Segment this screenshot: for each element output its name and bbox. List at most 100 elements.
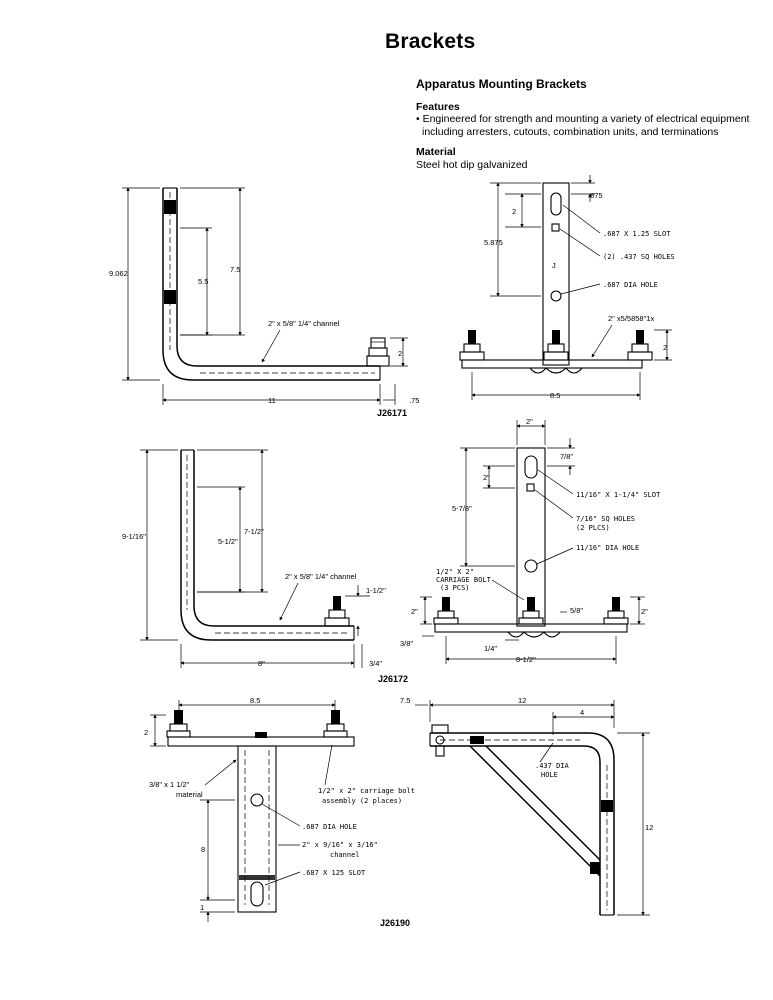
j26172-left-bolt xyxy=(433,597,459,625)
j26190-side-hole-note-1: .437 DIA xyxy=(535,762,570,770)
j26171-bolt-height: 2 xyxy=(398,349,402,358)
j26172-top-offset: 7/8" xyxy=(560,452,573,461)
j26171-upright-height: 7.5 xyxy=(230,265,240,274)
j26171-side-inner xyxy=(176,188,380,367)
j26172-bolt-note-3: (3 PCS) xyxy=(440,584,470,592)
j26190-bolt-note-1: 1/2" x 2" carriage bolt xyxy=(318,787,415,795)
j26171-arm-length: 11 xyxy=(268,396,276,405)
j26171-hole-note: .687 DIA HOLE xyxy=(603,281,658,289)
material-text: Steel hot dip galvanized xyxy=(416,158,528,171)
j26172-upright-height: 7-1/2" xyxy=(244,527,264,536)
j26172-front-plate xyxy=(434,623,628,633)
j26171-front-channel xyxy=(542,182,570,366)
j26171-sq-note: (2) .437 SQ HOLES xyxy=(603,253,675,261)
j26171-end-offset: .75 xyxy=(409,396,419,405)
j26190-bottom-offset: 1 xyxy=(200,903,204,912)
j26172-front-view: 2" 7/8" 2" 5-7/8" 11/16" X 1-1/4" SLOT 7… xyxy=(400,417,661,664)
j26190-length: 8 xyxy=(201,845,205,854)
j26171-front-view: J .875 2 5.875 xyxy=(459,175,675,400)
j26172-channel-note: 2" x 5/8" 1/4" channel xyxy=(285,572,357,581)
j26172-right-bolt xyxy=(603,597,629,625)
j26171-front-channel-note: 2" x5/5858"1x xyxy=(608,314,654,323)
j26171-slot-offset: 2 xyxy=(512,207,516,216)
j26172-plate-offset: 5/8" xyxy=(570,606,583,615)
j26172-end-offset: 3/4" xyxy=(369,659,382,668)
j26190-material-note-1: 3/8" x 1 1/2" xyxy=(149,780,190,789)
j26190-dia-hole-icon xyxy=(250,793,264,807)
j26190-slot-note: .687 X 125 SLOT xyxy=(302,869,366,877)
j26172-overall-height: 9-1/16" xyxy=(122,532,146,541)
j26172-left-offset: 3/8" xyxy=(400,639,413,648)
j26172-left-bolt-dim: 2" xyxy=(411,607,418,616)
j26190-top-plate xyxy=(167,736,355,747)
j26190-material-note-2: material xyxy=(176,790,203,799)
j26190-front-width: 8.5 xyxy=(250,696,260,705)
j26172-hole-span: 5-1/2" xyxy=(218,537,238,546)
material-heading: Material xyxy=(416,146,456,158)
j26190-side-view: 12 7.5 4 .437 DIA HOLE 12 xyxy=(400,696,653,916)
j26172-front-channel xyxy=(516,447,546,627)
j26190-slot-icon xyxy=(250,881,264,907)
page-title: Brackets xyxy=(385,30,476,53)
j26190-side-left-offset: 7.5 xyxy=(400,696,410,705)
features-line-2: including arresters, cutouts, combinatio… xyxy=(422,125,719,138)
j26190-side-bolt xyxy=(431,724,449,757)
j26172-front-width: 8-1/2" xyxy=(516,655,536,664)
j26171-stamp: J xyxy=(552,261,556,270)
j26172-width-top: 2" xyxy=(526,417,533,426)
j26190-channel-note-1: 2" x 9/16" x 3/16" xyxy=(302,841,378,849)
j26171-top-offset: .875 xyxy=(588,191,603,200)
j26172-dia-hole-icon xyxy=(524,559,538,573)
j26172-slot-note: 11/16" X 1-1/4" SLOT xyxy=(576,491,661,499)
j26172-hole-note: 11/16" DIA HOLE xyxy=(576,544,639,552)
j26172-sq-note-2: (2 PLCS) xyxy=(576,524,610,532)
j26172-slot-offset: 2" xyxy=(483,473,490,482)
j26172-side-outer xyxy=(180,450,354,641)
j26171-part-number: J26171 xyxy=(377,408,407,418)
j26190-hole-note: .687 DIA HOLE xyxy=(302,823,357,831)
j26172-side-view: 9-1/16" 7-1/2" 5-1/2" 2" x 5/8" 1/4" cha… xyxy=(122,449,408,684)
j26171-slot-icon xyxy=(550,192,562,216)
j26190-front-view: 8.5 2 3/8" x 1 1/2" material 1/2" x 2" c… xyxy=(144,696,415,928)
j26190-right-bolt xyxy=(323,710,348,738)
j26190-side-arm-length: 12 xyxy=(518,696,526,705)
j26190-side-inner xyxy=(430,745,601,915)
j26171-hole-span: 5.5 xyxy=(198,277,208,286)
j26171-center-bolt xyxy=(543,330,569,361)
features-block: Features • Engineered for strength and m… xyxy=(416,101,756,139)
j26171-front-plate xyxy=(461,359,643,369)
features-heading: Features xyxy=(416,100,460,113)
j26171-front-bolt-height: 2 xyxy=(663,343,667,352)
j26172-sq-hole-icon xyxy=(526,483,535,492)
j26172-right-bolt-dim: 2" xyxy=(641,607,648,616)
j26171-front-width: 8.5 xyxy=(550,391,560,400)
j26172-side-inner xyxy=(193,450,354,627)
j26172-center-bolt xyxy=(518,597,544,625)
j26172-slot-icon xyxy=(524,455,538,479)
j26171-overall-height: 9.062 xyxy=(109,269,128,278)
product-info: Apparatus Mounting Brackets Features • E… xyxy=(416,78,756,179)
j26172-bolt-note-2: CARRIAGE BOLT xyxy=(436,576,492,584)
j26171-right-bolt xyxy=(627,330,653,361)
j26171-slot-note: .687 X 1.25 SLOT xyxy=(603,230,671,238)
j26171-sq-hole-icon xyxy=(551,223,560,232)
j26171-dia-hole-icon xyxy=(550,290,562,302)
section-title: Apparatus Mounting Brackets xyxy=(416,77,587,91)
j26190-side-outer xyxy=(430,732,615,915)
j26172-to-hole: 5-7/8" xyxy=(452,504,472,513)
j26172-sq-note-1: 7/16" SQ HOLES xyxy=(576,515,635,523)
j26171-side-view: 9.062 7.5 5.5 2" x 5/8" 1/4" channel 2 1… xyxy=(109,187,419,418)
j26172-arm-length: 8" xyxy=(258,659,265,668)
j26190-channel-note-2: channel xyxy=(330,851,360,859)
j26190-bolt-note-2: assembly (2 places) xyxy=(322,797,402,805)
j26190-bolt-height: 2 xyxy=(144,728,148,737)
j26171-side-outer xyxy=(162,188,380,381)
j26172-bolt-note-1: 1/2" X 2" xyxy=(436,568,474,576)
j26190-hole-offset: 4 xyxy=(580,708,584,717)
j26171-to-hole: 5.875 xyxy=(484,238,503,247)
j26190-side-hole-note-2: HOLE xyxy=(541,771,558,779)
features-line-1: • Engineered for strength and mounting a… xyxy=(416,113,750,125)
material-block: Material Steel hot dip galvanized xyxy=(416,146,756,171)
j26171-left-bolt xyxy=(459,330,485,361)
